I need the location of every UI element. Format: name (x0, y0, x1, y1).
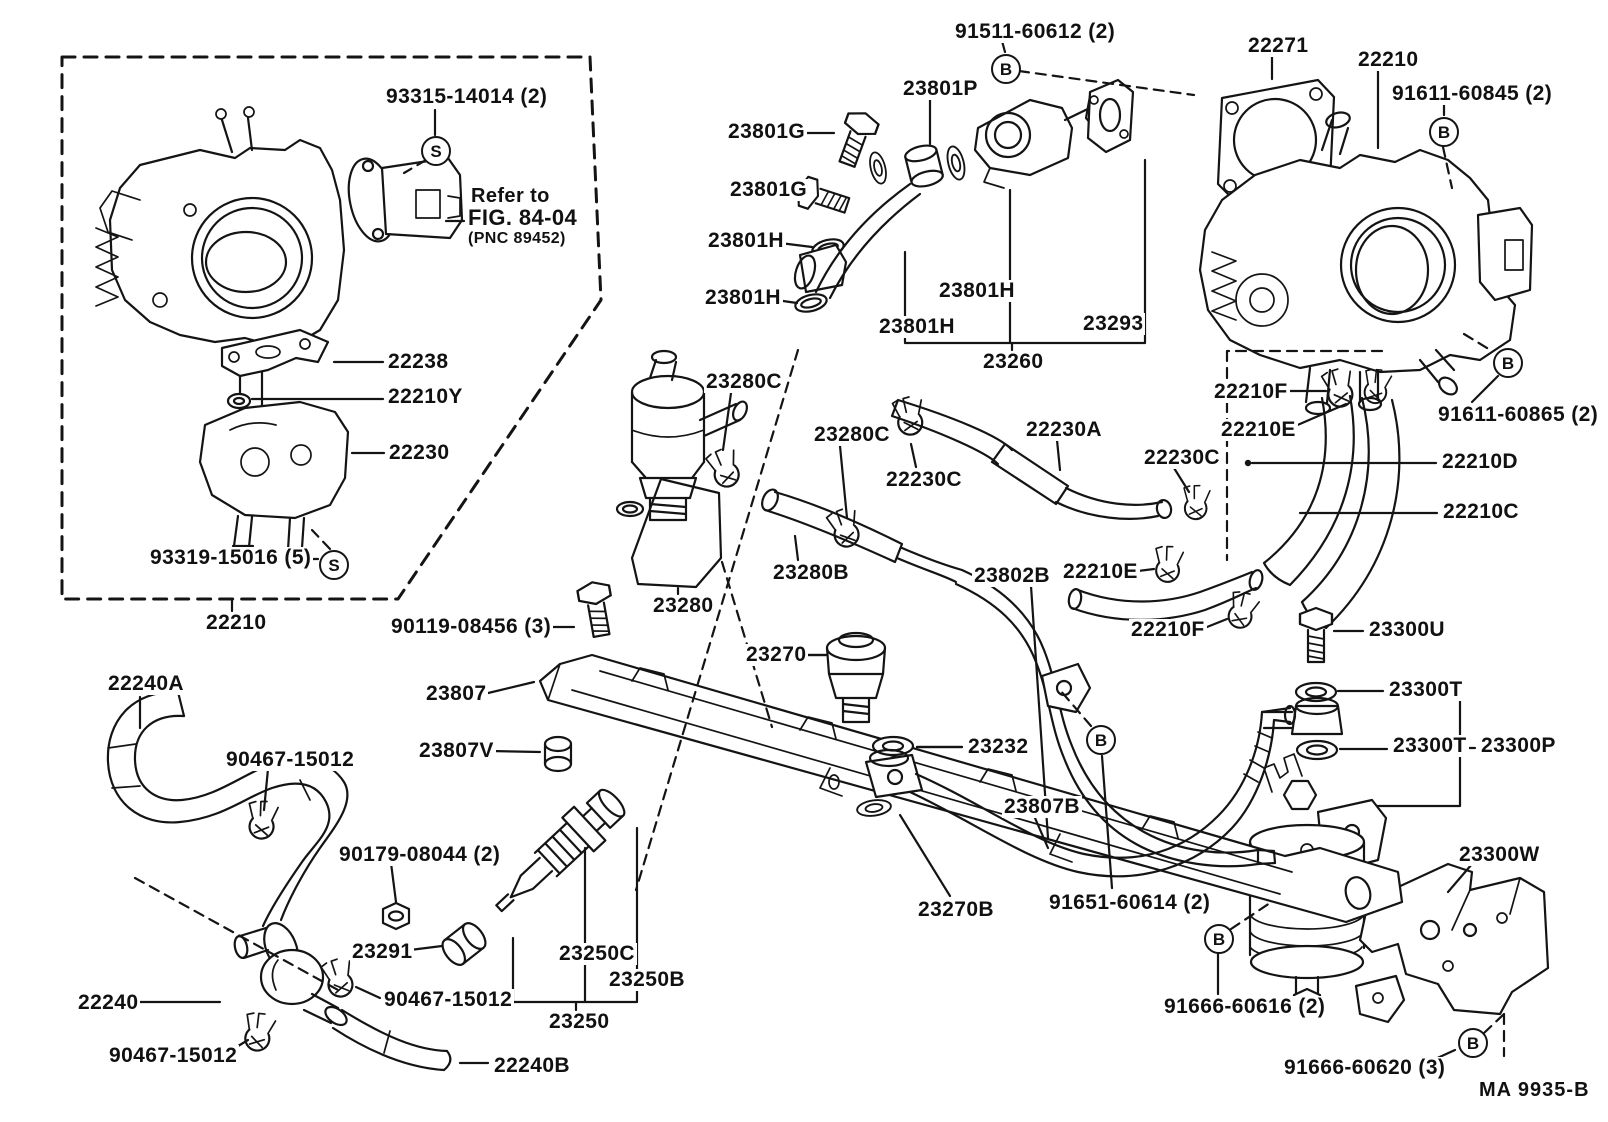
part-label-23300u: 23300U (1367, 618, 1447, 642)
part-label-23232: 23232 (966, 735, 1031, 759)
part-label-90119-08456: 90119-08456 (3) (389, 615, 554, 639)
circled-s-symbol: S (421, 136, 451, 166)
part-label-93315-14014: 93315-14014 (2) (384, 85, 550, 109)
circled-b-symbol: B (991, 54, 1021, 84)
fuel-injector-23250 (495, 788, 639, 1012)
part-label-22210f-2: 22210F (1129, 618, 1207, 642)
part-label-22238: 22238 (386, 350, 451, 374)
part-label-90179-08044: 90179-08044 (2) (337, 843, 503, 867)
fuel-rail-23807 (482, 578, 1404, 924)
note-pnc-ref: (PNC 89452) (466, 230, 568, 248)
part-label-22230c-1: 22230C (884, 468, 964, 492)
part-label-22210e-2: 22210E (1061, 560, 1140, 584)
part-label-22240: 22240 (76, 991, 141, 1015)
part-label-22210y: 22210Y (386, 385, 465, 409)
part-label-23801h-1: 23801H (706, 229, 786, 253)
part-label-23802b: 23802B (972, 564, 1052, 588)
filter-bracket-23300w (1354, 862, 1550, 1024)
part-label-22271: 22271 (1246, 34, 1311, 58)
circled-s-symbol: S (319, 550, 349, 580)
rail-cap-23807v (543, 735, 573, 773)
circled-b-symbol: B (1493, 348, 1523, 378)
part-label-23801p: 23801P (901, 77, 980, 101)
part-label-90467-15012-3: 90467-15012 (107, 1044, 240, 1068)
vsv-assembly-23260 (767, 39, 1196, 352)
leader-lines-left (250, 108, 437, 561)
part-label-91511-60612: 91511-60612 (2) (953, 20, 1118, 44)
part-label-23291: 23291 (350, 940, 415, 964)
part-label-90467-15012-2: 90467-15012 (382, 988, 515, 1012)
isc-valve-22230 (198, 400, 350, 552)
part-label-23280b: 23280B (771, 561, 851, 585)
part-label-93319-15016: 93319-15016 (5) (148, 546, 314, 570)
union-nut-90179 (381, 861, 411, 931)
part-label-23801h-4: 23801H (877, 315, 957, 339)
part-label-91651-60614: 91651-60614 (2) (1047, 891, 1213, 915)
part-label-23293: 23293 (1081, 312, 1146, 336)
part-label-23270b: 23270B (916, 898, 996, 922)
pulsation-damper-23270 (802, 631, 887, 724)
gasket-22238 (220, 328, 330, 378)
subfigure-frame (60, 55, 603, 613)
vacuum-hoses-right (890, 349, 1439, 633)
circled-b-symbol: B (1429, 117, 1459, 147)
part-label-91611-60865: 91611-60865 (2) (1436, 403, 1601, 427)
circled-b-symbol: B (1458, 1028, 1488, 1058)
throttle-body-right (1198, 69, 1534, 416)
part-label-22210-right: 22210 (1356, 48, 1421, 72)
part-label-23250c: 23250C (557, 942, 637, 966)
part-label-22240b: 22240B (492, 1054, 572, 1078)
part-label-22240a: 22240A (106, 672, 186, 696)
part-label-23807v: 23807V (417, 739, 496, 763)
o-ring-22210y (226, 392, 252, 410)
part-label-23270: 23270 (744, 643, 809, 667)
check-valve-22240 (133, 876, 382, 1056)
part-label-23250: 23250 (547, 1010, 612, 1034)
part-label-23300w: 23300W (1457, 843, 1542, 867)
circled-b-symbol: B (1204, 924, 1234, 954)
banjo-bolt-23300 (1260, 606, 1477, 808)
part-label-23280c-1: 23280C (704, 370, 784, 394)
part-label-91611-60845: 91611-60845 (2) (1390, 82, 1555, 106)
throttle-body-left (95, 106, 346, 420)
part-label-22210e-1: 22210E (1219, 418, 1298, 442)
part-label-22230c-2: 22230C (1142, 446, 1222, 470)
part-label-23801h-3: 23801H (937, 279, 1017, 303)
part-label-22210f-1: 22210F (1212, 380, 1290, 404)
part-label-23260: 23260 (981, 350, 1046, 374)
part-label-22210c: 22210C (1441, 500, 1521, 524)
part-label-23801g-1: 23801G (726, 120, 808, 144)
part-label-23807b: 23807B (1002, 795, 1082, 819)
part-label-23280c-2: 23280C (812, 423, 892, 447)
note-refer-to: Refer to (469, 185, 552, 207)
part-label-90467-15012-1: 90467-15012 (224, 748, 357, 772)
part-label-22210-left: 22210 (204, 611, 269, 635)
part-label-22210d: 22210D (1440, 450, 1520, 474)
grommet-23291 (408, 922, 487, 966)
tps-sensor (347, 156, 466, 243)
note-fig-ref: FIG. 84-04 (466, 205, 580, 230)
hose-22240b (331, 1008, 490, 1072)
part-label-23801h-2: 23801H (703, 286, 783, 310)
part-label-23807: 23807 (424, 682, 489, 706)
part-label-23300t-1: 23300T (1387, 678, 1465, 702)
part-label-23250b: 23250B (607, 968, 687, 992)
part-label-23300p: 23300P (1479, 734, 1558, 758)
circled-b-symbol: B (1086, 725, 1116, 755)
part-label-91666-60616: 91666-60616 (2) (1162, 995, 1328, 1019)
part-label-22230: 22230 (387, 441, 452, 465)
hose-23807b (855, 688, 1297, 898)
figure-code: MA 9935-B (1477, 1079, 1592, 1101)
pressure-regulator-23280 (615, 349, 964, 596)
part-label-23801g-2: 23801G (728, 178, 810, 202)
part-label-23280: 23280 (651, 594, 716, 618)
part-label-23300t-2: 23300T (1391, 734, 1469, 758)
hose-22240a (106, 690, 349, 928)
part-label-22230a: 22230A (1024, 418, 1104, 442)
part-label-91666-60620: 91666-60620 (3) (1282, 1056, 1448, 1080)
